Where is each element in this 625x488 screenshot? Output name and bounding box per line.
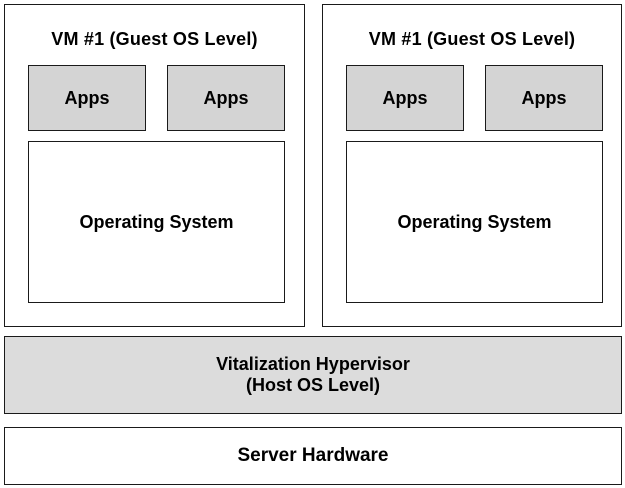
- operating-system-label: Operating System: [397, 211, 552, 232]
- vm-title-1: VM #1 (Guest OS Level): [51, 29, 258, 49]
- operating-system-box-2: Operating System: [346, 141, 603, 303]
- apps-label: Apps: [521, 87, 567, 108]
- apps-label: Apps: [203, 87, 249, 108]
- apps-box-1b: Apps: [167, 65, 285, 131]
- hypervisor-subtitle: (Host OS Level): [245, 375, 381, 395]
- hypervisor-title: Vitalization Hypervisor: [216, 354, 410, 374]
- vm-title-2: VM #1 (Guest OS Level): [368, 29, 576, 49]
- operating-system-label: Operating System: [79, 211, 234, 232]
- operating-system-box-1: Operating System: [28, 141, 285, 303]
- hypervisor-box: Vitalization Hypervisor (Host OS Level): [4, 336, 622, 414]
- apps-box-1a: Apps: [28, 65, 146, 131]
- server-hardware-box: Server Hardware: [4, 427, 622, 485]
- server-hardware-label: Server Hardware: [237, 445, 389, 466]
- apps-box-2b: Apps: [485, 65, 603, 131]
- apps-label: Apps: [382, 87, 428, 108]
- apps-box-2a: Apps: [346, 65, 464, 131]
- apps-label: Apps: [64, 87, 110, 108]
